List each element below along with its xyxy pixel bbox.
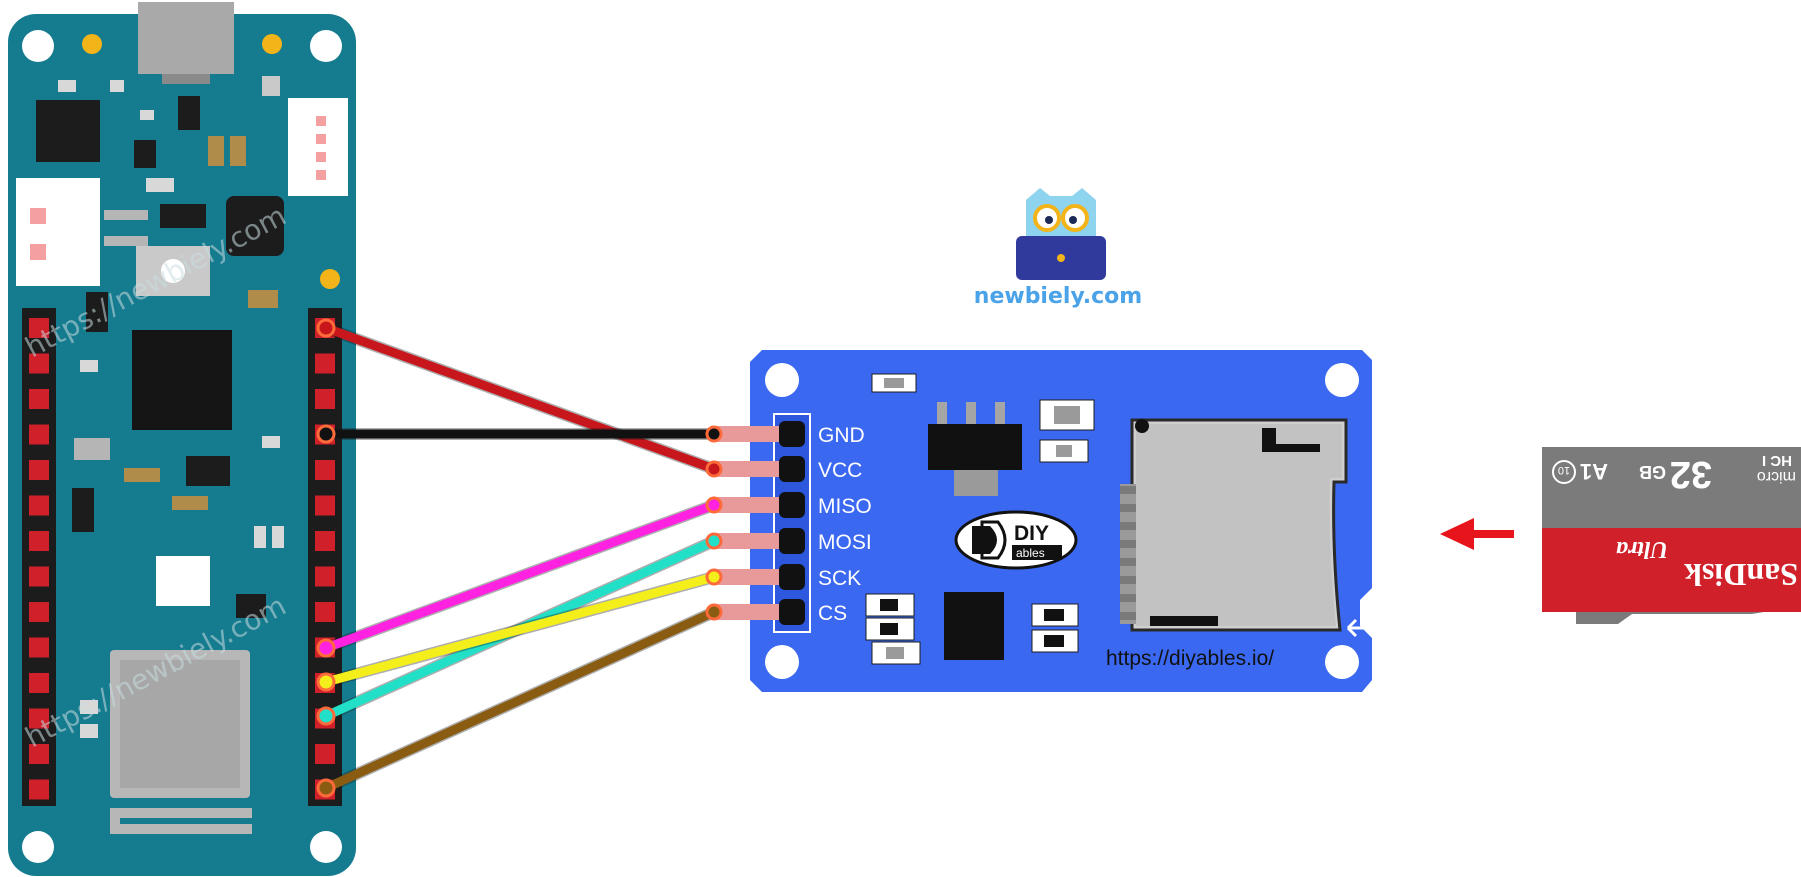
module-pin bbox=[779, 564, 805, 590]
arduino-header-pin bbox=[29, 495, 49, 516]
arduino-header-pin bbox=[29, 744, 49, 764]
diyables-logo-text: DIY bbox=[1014, 522, 1049, 545]
arduino-header-pin bbox=[29, 637, 49, 658]
arduino-header-pin bbox=[29, 318, 49, 338]
module-pin-label-sck: SCK bbox=[818, 567, 861, 590]
module-pin-lead bbox=[712, 426, 790, 442]
module-pin-lead bbox=[712, 569, 790, 585]
speed-class-icon bbox=[1552, 460, 1576, 484]
arduino-header-pin bbox=[29, 353, 49, 374]
module-wire-end bbox=[705, 460, 723, 478]
arduino-header-pin bbox=[315, 744, 335, 764]
arduino-header-pin bbox=[29, 531, 49, 551]
arduino-header-pin bbox=[29, 424, 49, 445]
module-pin-lead bbox=[712, 497, 790, 513]
card-brand: SanDisk bbox=[1684, 557, 1798, 593]
arduino-header-pin bbox=[315, 566, 335, 587]
arduino-board: https://newbiely.com https://newbiely.co… bbox=[8, 2, 356, 876]
module-wire-end bbox=[705, 568, 723, 586]
arduino-header-pin bbox=[29, 602, 49, 622]
module-pin bbox=[779, 492, 805, 518]
module-pin-label-miso: MISO bbox=[818, 495, 872, 518]
diyables-logo-subtext: ables bbox=[1016, 546, 1045, 560]
module-pin-lead bbox=[712, 461, 790, 477]
arduino-pin-vcc bbox=[316, 318, 336, 338]
arduino-header-pin bbox=[29, 460, 49, 480]
insert-arrow-icon bbox=[1346, 618, 1364, 638]
arduino-header-pin bbox=[29, 566, 49, 587]
arduino-header-pin bbox=[29, 708, 49, 729]
arduino-right-header bbox=[308, 308, 342, 806]
arduino-header-pin bbox=[315, 602, 335, 622]
insert-direction-arrow bbox=[1440, 518, 1514, 550]
module-pin bbox=[779, 456, 805, 482]
module-pin-lead bbox=[712, 533, 790, 549]
sd-socket bbox=[1120, 418, 1348, 632]
module-pin bbox=[779, 528, 805, 554]
arduino-header-pin bbox=[315, 495, 335, 516]
module-pin-lead bbox=[712, 604, 790, 620]
card-class-mark: 10 bbox=[1558, 464, 1570, 476]
wires bbox=[316, 318, 723, 798]
arduino-pin-miso bbox=[316, 638, 336, 658]
arduino-left-pins bbox=[29, 318, 49, 800]
wire-sck bbox=[321, 572, 719, 687]
arduino-header-pin bbox=[315, 531, 335, 551]
card-hc: HC I bbox=[1762, 452, 1792, 469]
module-pin-labels: GND VCC MISO MOSI SCK CS bbox=[712, 421, 872, 625]
card-app-class: A1 bbox=[1580, 459, 1608, 484]
newbiely-logo: newbiely.com bbox=[974, 188, 1142, 309]
card-line: Ultra bbox=[1616, 536, 1668, 562]
card-unit: GB bbox=[1639, 462, 1666, 482]
module-wire-end bbox=[705, 496, 723, 514]
arduino-pin-cs bbox=[316, 778, 336, 798]
arduino-header-pin bbox=[29, 389, 49, 409]
arduino-header-pin bbox=[315, 460, 335, 480]
card-capacity: 32 bbox=[1670, 453, 1712, 495]
arduino-header-pin bbox=[315, 389, 335, 409]
module-pin bbox=[779, 421, 805, 447]
module-wire-end bbox=[705, 603, 723, 621]
arduino-pin-sck bbox=[316, 672, 336, 692]
arduino-pin-gnd bbox=[316, 424, 336, 444]
arduino-header-pin bbox=[29, 673, 49, 693]
wire-cs bbox=[321, 607, 719, 793]
arduino-header-pin bbox=[29, 779, 49, 800]
module-wire-end bbox=[705, 425, 723, 443]
micro-sd-card: SanDisk Ultra micro HC I 32 GB A1 10 bbox=[1542, 447, 1801, 624]
module-pin-label-mosi: MOSI bbox=[818, 531, 872, 554]
sd-card-module: GND VCC MISO MOSI SCK CS DIY ables bbox=[712, 350, 1372, 692]
wire-vcc bbox=[321, 323, 719, 474]
arduino-header-pin bbox=[315, 353, 335, 374]
arduino-pin-mosi bbox=[316, 706, 336, 726]
card-type: micro bbox=[1757, 468, 1796, 485]
diyables-url: https://diyables.io/ bbox=[1106, 647, 1274, 670]
module-pin-label-gnd: GND bbox=[818, 424, 865, 447]
module-pin-label-vcc: VCC bbox=[818, 459, 862, 482]
module-pin bbox=[779, 599, 805, 625]
module-wire-end bbox=[705, 532, 723, 550]
module-pin-label-cs: CS bbox=[818, 602, 847, 625]
wire-miso bbox=[321, 500, 719, 653]
module-pin-header bbox=[773, 413, 811, 633]
site-name: newbiely.com bbox=[974, 284, 1142, 309]
